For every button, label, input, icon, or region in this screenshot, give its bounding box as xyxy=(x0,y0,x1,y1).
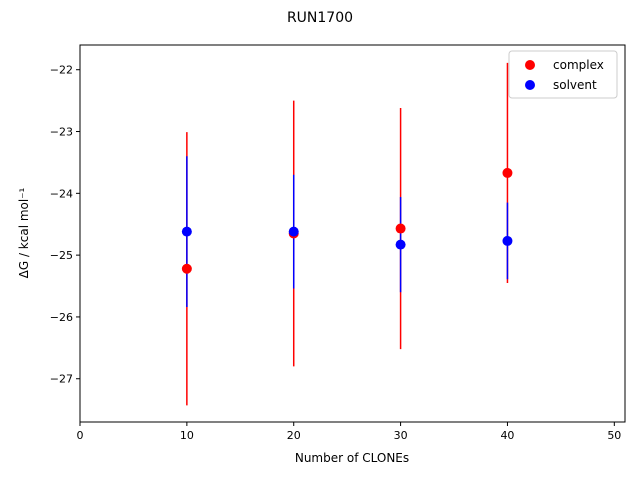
chart-title: RUN1700 xyxy=(287,10,353,26)
legend-marker-solvent xyxy=(525,80,535,90)
point-solvent xyxy=(395,239,406,250)
x-tick-label: 0 xyxy=(77,429,84,442)
point-solvent xyxy=(288,226,299,237)
legend-marker-complex xyxy=(525,60,535,70)
point-complex xyxy=(181,263,192,274)
point-solvent xyxy=(502,235,513,246)
error-bars xyxy=(186,62,509,406)
x-axis-label: Number of CLONEs xyxy=(295,451,409,465)
y-tick-label: −24 xyxy=(50,187,73,200)
y-tick-label: −25 xyxy=(50,249,73,262)
y-axis: −27 −26 −25 −24 −23 −22 xyxy=(50,64,80,386)
x-tick-label: 40 xyxy=(500,429,514,442)
point-complex xyxy=(502,167,513,178)
x-axis: 0 10 20 30 40 50 xyxy=(77,422,621,442)
y-tick-label: −26 xyxy=(50,311,73,324)
legend-box xyxy=(508,50,618,99)
x-tick-label: 30 xyxy=(394,429,408,442)
legend: complex solvent xyxy=(508,50,618,99)
legend-label-solvent: solvent xyxy=(553,78,597,92)
y-tick-label: −27 xyxy=(50,373,73,386)
plot-frame xyxy=(79,44,626,423)
x-tick-label: 20 xyxy=(287,429,301,442)
point-solvent xyxy=(181,226,192,237)
x-tick-label: 10 xyxy=(180,429,194,442)
data-points xyxy=(181,167,513,274)
x-tick-label: 50 xyxy=(607,429,621,442)
y-tick-label: −23 xyxy=(50,126,73,139)
legend-label-complex: complex xyxy=(553,58,604,72)
y-axis-label: ΔG / kcal mol⁻¹ xyxy=(17,187,31,278)
y-tick-label: −22 xyxy=(50,64,73,77)
point-complex xyxy=(395,223,406,234)
